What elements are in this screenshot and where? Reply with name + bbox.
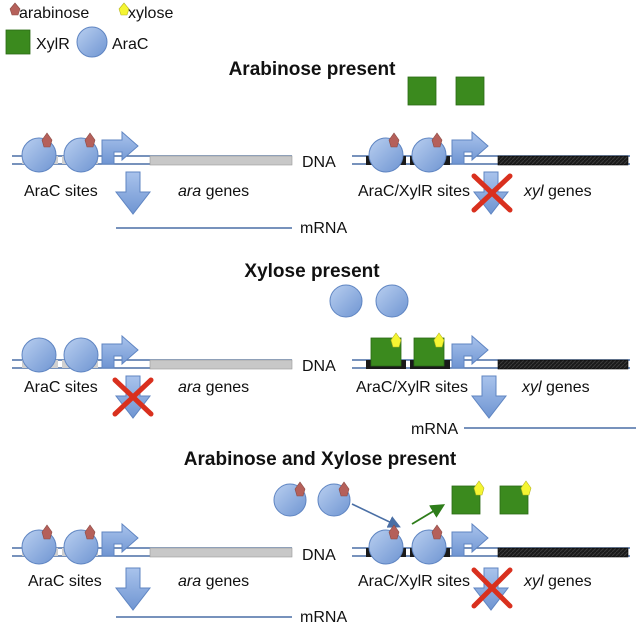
arabinose-icon bbox=[84, 524, 96, 540]
promoter-arrow-icon bbox=[101, 130, 139, 165]
arabinose-icon bbox=[338, 481, 350, 497]
xyl-operon: AraC/XylR sites xyl genes bbox=[273, 480, 630, 611]
ara-gene-bar bbox=[149, 359, 293, 370]
ara-operon: DNA AraC sites ara genes mRNA bbox=[12, 522, 347, 624]
mrna-label: mRNA bbox=[300, 609, 347, 624]
ara-gene-bar bbox=[149, 547, 293, 558]
sites-label: AraC sites bbox=[28, 573, 102, 590]
sites-label: AraC/XylR sites bbox=[358, 573, 470, 590]
xylose-icon bbox=[473, 480, 485, 496]
xylose-icon bbox=[520, 480, 532, 496]
genes-label: ara genes bbox=[178, 573, 249, 590]
sites-label: AraC/XylR sites bbox=[356, 379, 468, 396]
sites-label: AraC sites bbox=[24, 379, 98, 396]
arabinose-icon bbox=[431, 132, 443, 148]
xylose-icon bbox=[433, 332, 445, 348]
arac-legend-icon bbox=[76, 26, 108, 58]
ara-gene-bar bbox=[149, 155, 293, 166]
panel-heading: Arabinose and Xylose present bbox=[184, 449, 457, 470]
arac-protein bbox=[63, 337, 99, 373]
promoter-arrow-icon bbox=[451, 130, 489, 165]
arabinose-icon bbox=[41, 524, 53, 540]
xylr-legend-icon bbox=[5, 29, 31, 55]
arabinose-icon bbox=[294, 481, 306, 497]
ara-operon: DNA AraC sites ara genes mRNA bbox=[12, 130, 347, 237]
xyl-operon: AraC/XylR sites xyl genes mRNA bbox=[329, 284, 636, 438]
xyl-operon: AraC/XylR sites xyl genes bbox=[352, 76, 630, 215]
promoter-arrow-icon bbox=[101, 522, 139, 557]
free-xylr-protein bbox=[455, 76, 485, 106]
blocked-cross-icon bbox=[112, 377, 154, 417]
genes-label: ara genes bbox=[178, 379, 249, 396]
xylose-legend-icon bbox=[118, 2, 130, 16]
arabinose-legend-icon bbox=[9, 2, 21, 16]
dna-label: DNA bbox=[302, 358, 336, 375]
free-arac-protein bbox=[329, 284, 363, 318]
promoter-arrow-icon bbox=[101, 334, 139, 369]
dna-label: DNA bbox=[302, 154, 336, 171]
xyl-gene-bar bbox=[497, 359, 629, 370]
legend-arabinose-label: arabinose bbox=[19, 5, 89, 22]
mrna-label: mRNA bbox=[411, 421, 458, 438]
arac-protein bbox=[21, 337, 57, 373]
promoter-arrow-icon bbox=[451, 334, 489, 369]
transcription-arrow-icon bbox=[114, 171, 152, 215]
promoter-arrow-icon bbox=[451, 522, 489, 557]
free-arac-protein bbox=[375, 284, 409, 318]
sites-label: AraC/XylR sites bbox=[358, 183, 470, 200]
arabinose-icon bbox=[388, 524, 400, 540]
arabinose-icon bbox=[41, 132, 53, 148]
binding-arrow-icon bbox=[351, 503, 401, 528]
free-xylr-protein bbox=[407, 76, 437, 106]
blocked-cross-icon bbox=[471, 567, 513, 609]
xyl-gene-bar bbox=[497, 155, 629, 166]
arabinose-icon bbox=[388, 132, 400, 148]
dna-label: DNA bbox=[302, 547, 336, 564]
transcription-arrow-icon bbox=[470, 375, 508, 419]
genes-label: xyl genes bbox=[521, 379, 590, 396]
legend-xylose-label: xylose bbox=[128, 5, 173, 22]
free-xylr-protein bbox=[499, 485, 529, 515]
genes-label: ara genes bbox=[178, 183, 249, 200]
transcription-arrow-icon bbox=[114, 567, 152, 611]
panel-heading: Xylose present bbox=[244, 261, 380, 282]
sites-label: AraC sites bbox=[24, 183, 98, 200]
xyl-gene-bar bbox=[497, 547, 629, 558]
legend: arabinose xylose XylR AraC bbox=[5, 2, 173, 58]
xylose-icon bbox=[390, 332, 402, 348]
genes-label: xyl genes bbox=[523, 183, 592, 200]
legend-xylr-label: XylR bbox=[36, 36, 70, 53]
arabinose-icon bbox=[84, 132, 96, 148]
arabinose-icon bbox=[431, 524, 443, 540]
release-arrow-icon bbox=[411, 504, 446, 525]
panel-heading: Arabinose present bbox=[229, 59, 396, 80]
ara-operon: DNA AraC sites ara genes bbox=[12, 334, 336, 419]
blocked-cross-icon bbox=[471, 173, 513, 213]
genes-label: xyl genes bbox=[523, 573, 592, 590]
mrna-label: mRNA bbox=[300, 220, 347, 237]
legend-arac-label: AraC bbox=[112, 36, 148, 53]
